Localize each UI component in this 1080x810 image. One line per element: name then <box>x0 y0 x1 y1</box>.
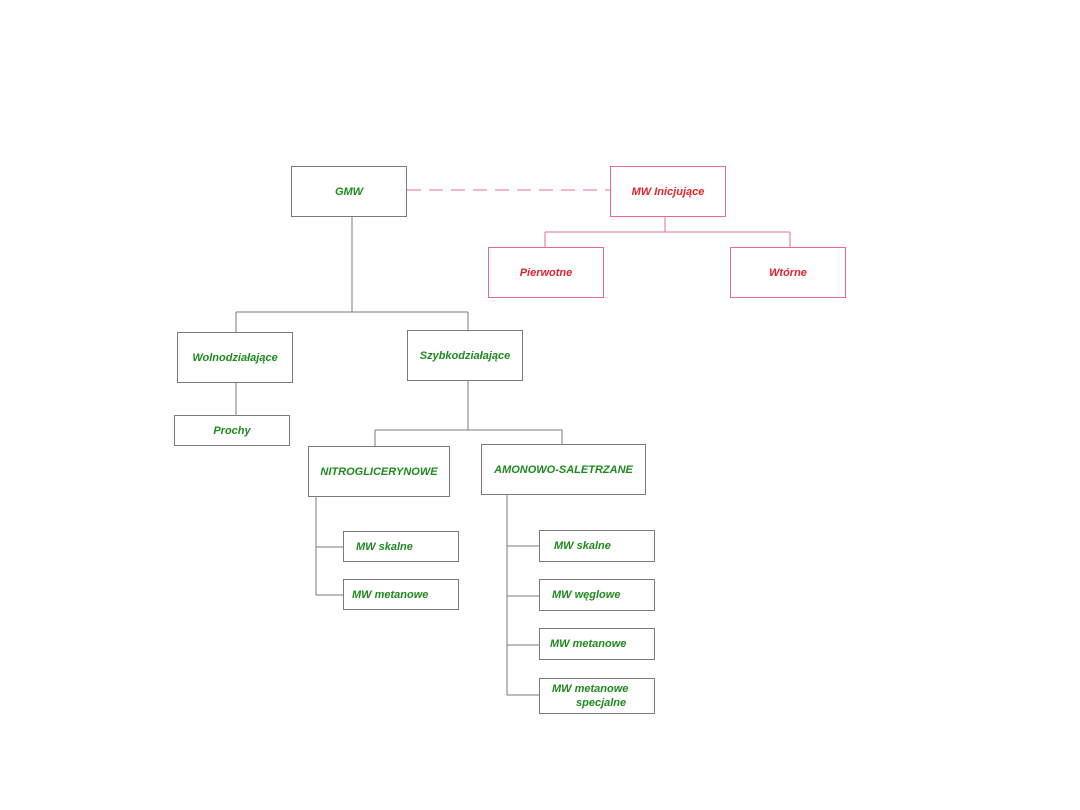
node-amon-special-line2: specjalne <box>576 697 627 709</box>
node-gmw: GMW <box>291 166 407 217</box>
node-amon-mw-weglowe: MW węglowe <box>539 579 655 611</box>
node-amon-mw-metanowe-label: MW metanowe <box>550 638 627 650</box>
node-szybkodzialajace-label: Szybkodziałające <box>419 349 511 362</box>
node-amonowo-saletrzane: AMONOWO-SALETRZANE <box>481 444 646 495</box>
node-nitroglicerynowe-label: NITROGLICERYNOWE <box>320 465 438 478</box>
node-amonowo-saletrzane-label: AMONOWO-SALETRZANE <box>494 463 633 476</box>
node-nitro-mw-skalne-label: MW skalne <box>356 540 413 553</box>
node-nitro-mw-metanowe-label: MW metanowe <box>352 588 429 601</box>
gmw-connectors <box>235 217 563 696</box>
node-nitroglicerynowe: NITROGLICERYNOWE <box>308 446 450 497</box>
node-nitro-mw-metanowe: MW metanowe <box>343 579 459 610</box>
node-amon-mw-skalne: MW skalne <box>539 530 655 562</box>
node-amon-mw-metanowe-specjalne: MW metanowe specjalne <box>539 678 655 714</box>
node-wtorne: Wtórne <box>730 247 846 298</box>
node-mw-inicjujace: MW Inicjujące <box>610 166 726 217</box>
node-amon-mw-weglowe-label: MW węglowe <box>552 589 621 601</box>
node-pierwotne-label: Pierwotne <box>519 266 573 279</box>
node-pierwotne: Pierwotne <box>488 247 604 298</box>
node-amon-mw-skalne-label: MW skalne <box>554 540 611 552</box>
node-amon-mw-metanowe: MW metanowe <box>539 628 655 660</box>
node-wtorne-label: Wtórne <box>769 266 807 279</box>
node-wolnodzialajace-label: Wolnodziałające <box>192 351 278 364</box>
node-prochy: Prochy <box>174 415 290 446</box>
node-szybkodzialajace: Szybkodziałające <box>407 330 523 381</box>
node-prochy-label: Prochy <box>213 424 251 437</box>
inicjujace-connectors <box>544 217 791 247</box>
node-nitro-mw-skalne: MW skalne <box>343 531 459 562</box>
node-amon-special-line1: MW metanowe <box>552 683 629 695</box>
node-wolnodzialajace: Wolnodziałające <box>177 332 293 383</box>
node-gmw-label: GMW <box>334 185 364 198</box>
node-mw-inicjujace-label: MW Inicjujące <box>631 185 705 198</box>
